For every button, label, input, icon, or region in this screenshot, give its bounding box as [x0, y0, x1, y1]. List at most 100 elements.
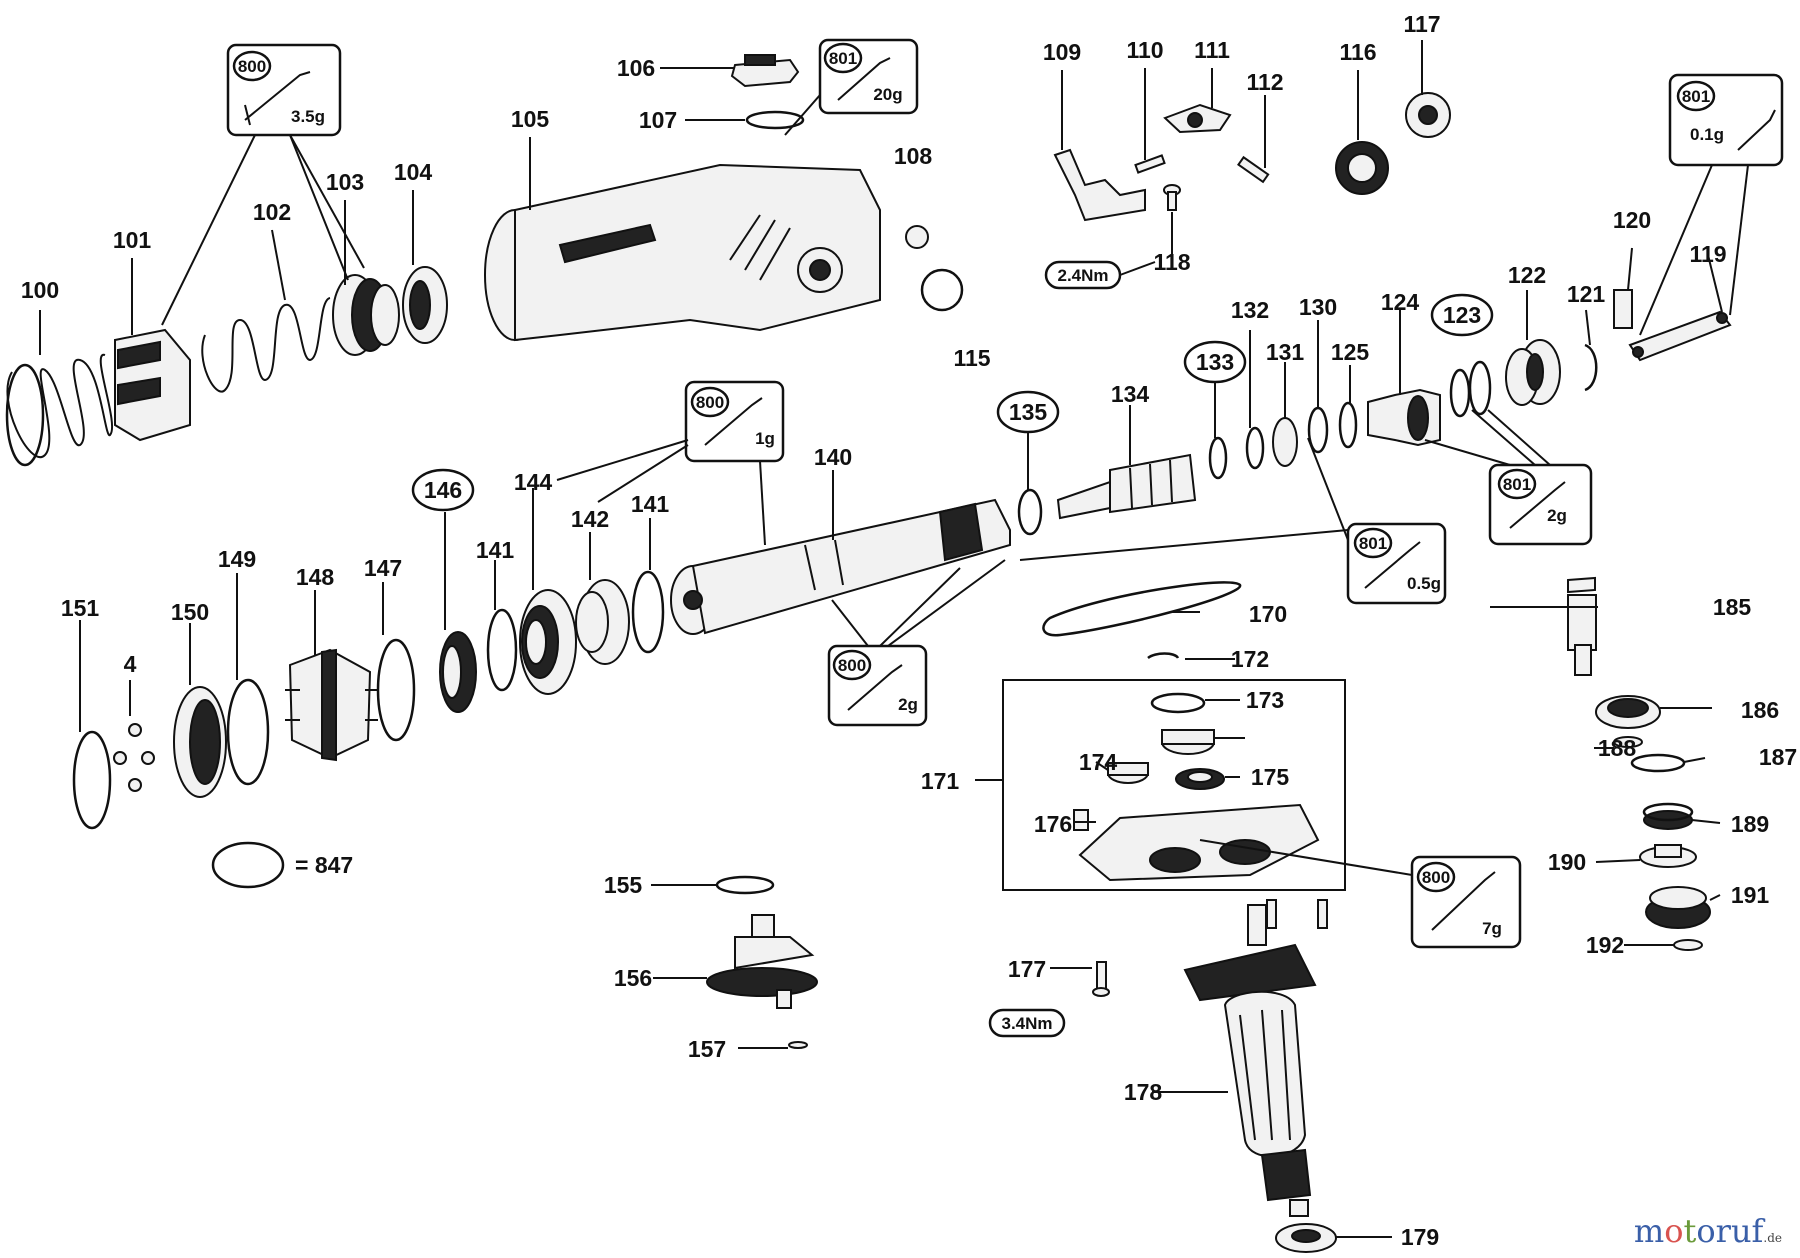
part-148-clutch: [285, 648, 378, 762]
part-label: 131: [1266, 339, 1305, 365]
part-label: 155: [604, 872, 643, 898]
part-label: 119: [1689, 241, 1726, 267]
grease-box-800-3p5g: [226, 43, 342, 137]
part-label: 190: [1548, 849, 1586, 875]
torque-value: 3.4Nm: [1001, 1014, 1052, 1033]
part-label: 192: [1586, 932, 1624, 958]
part-label: 132: [1231, 297, 1269, 323]
part-131-ring: [1272, 417, 1298, 467]
part-123-ring-a: [1468, 360, 1492, 416]
part-label: 130: [1299, 294, 1337, 320]
part-192-gear: [1645, 886, 1711, 929]
part-107-oring: [745, 110, 805, 130]
part-121-clip: [1584, 343, 1598, 392]
part-189-washer: [1613, 736, 1643, 748]
part-122-bush: [1505, 339, 1561, 406]
grease-amount: 0.1g: [1690, 125, 1724, 144]
part-193-washer: [1673, 939, 1703, 951]
leader-lines: [39, 40, 1723, 1238]
assembly-171-box: [1002, 679, 1346, 891]
grease-amount: 3.5g: [291, 107, 325, 126]
part-label: 177: [1008, 956, 1046, 982]
part-label: 111: [1194, 37, 1230, 63]
grease-box-801-0p5g: [1346, 522, 1447, 605]
part-109-lever: [1053, 148, 1146, 222]
part-label: 101: [113, 227, 152, 253]
part-105-housing: [484, 163, 881, 342]
part-label: 185: [1713, 594, 1752, 620]
grease-amount: 2g: [898, 695, 918, 714]
part-133-ring: [1208, 436, 1228, 480]
part-label: 124: [1381, 289, 1420, 315]
grease-code: 800: [696, 393, 724, 412]
part-172-clip: [1147, 652, 1180, 660]
part-178-screw: [1092, 899, 1328, 997]
part-label: 100: [21, 277, 59, 303]
part-label: 175: [1251, 764, 1290, 790]
part-label: 189: [1731, 811, 1769, 837]
part-150-collar: [173, 686, 227, 798]
part-101-sleeve: [114, 328, 191, 442]
circle-123: [1430, 293, 1494, 337]
part-151-ring: [72, 730, 112, 830]
part-label: 174: [1079, 749, 1118, 775]
part-144-bearing: [519, 589, 577, 695]
grease-amount: 7g: [1482, 919, 1502, 938]
grease-code: 801: [1682, 87, 1710, 106]
part-label: 141: [476, 537, 515, 563]
part-label: 107: [639, 107, 677, 133]
part-186-shaft: [1567, 576, 1597, 676]
part-106-knob: [730, 54, 800, 88]
grease-amount: 0.5g: [1407, 574, 1441, 593]
grease-amount: 20g: [873, 85, 902, 104]
part-112-ring: [920, 268, 964, 312]
grease-amount: 1g: [755, 429, 775, 448]
part-157-washer: [788, 1041, 808, 1049]
part-141-ring-b: [486, 608, 518, 692]
part-117-cam: [1405, 92, 1451, 138]
part-label: 147: [364, 555, 402, 581]
watermark: motoruf.de: [1633, 1212, 1782, 1250]
grease-code: 800: [238, 57, 266, 76]
grease-box-801-0p1g: [1668, 73, 1784, 167]
circled-part-label: 123: [1443, 302, 1481, 328]
part-104-ring: [402, 266, 448, 344]
part-label: 102: [253, 199, 291, 225]
legend-note: = 847: [295, 852, 353, 878]
part-120-pin: [1613, 289, 1633, 329]
part-115-latch: [1163, 103, 1232, 134]
part-label: 125: [1331, 339, 1370, 365]
part-100-spring: [5, 354, 113, 467]
grease-box-801-20g: [818, 38, 919, 115]
part-174-bearing: [1161, 729, 1215, 755]
part-label: 121: [1567, 281, 1606, 307]
grease-box-800-2g: [827, 644, 928, 727]
part-label: 170: [1249, 601, 1287, 627]
part-135-ring: [1017, 488, 1043, 536]
part-132-ring: [1245, 426, 1265, 470]
grease-box-800-1g: [684, 380, 785, 463]
legend-oval: [211, 841, 285, 889]
part-label: 173: [1246, 687, 1284, 713]
circled-part-label: 146: [424, 477, 462, 503]
part-187-bearing: [1595, 695, 1661, 729]
part-label: 191: [1731, 882, 1770, 908]
part-147-ring: [376, 638, 416, 742]
grease-amount: 2g: [1547, 506, 1567, 525]
grease-code: 801: [1359, 534, 1387, 553]
part-label: 117: [1403, 11, 1440, 37]
part-label: 141: [631, 491, 670, 517]
part-4-balls: [113, 723, 155, 792]
part-176-bearing: [1175, 768, 1225, 790]
part-label: 186: [1741, 697, 1779, 723]
part-label: 144: [514, 469, 553, 495]
part-170-ring: [1042, 581, 1242, 637]
part-146-seal: [439, 631, 477, 713]
part-label: 105: [511, 106, 550, 132]
grease-box-801-2g: [1488, 463, 1593, 546]
part-142-bush: [575, 579, 630, 665]
part-label: 188: [1598, 735, 1637, 761]
part-141-ring-a: [631, 570, 665, 654]
part-171-plate: [1078, 803, 1320, 882]
